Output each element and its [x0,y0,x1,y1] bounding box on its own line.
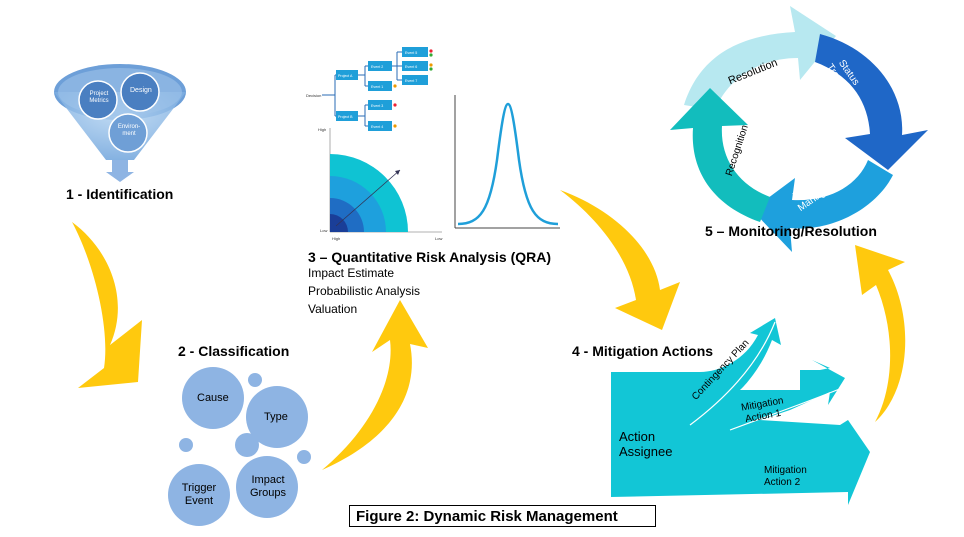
cycle-long-term [752,160,893,252]
bubble-cause: Cause [197,392,229,404]
tree-markers [393,49,433,128]
cycle-recognition [670,88,770,222]
flow-arrows [72,190,906,470]
distribution-curve [454,95,560,229]
arrow-3-to-4 [560,190,680,330]
qra-item-impact-estimate: Impact Estimate [308,266,395,280]
classification-bubbles [168,367,311,526]
bubble-type: Type [264,411,288,423]
mitigation-main-arrow [611,318,870,505]
funnel-item-project-metrics: Project Metrics [89,91,109,104]
arrow-2-to-3 [322,300,428,470]
tree-label-event-3: Event 3 [371,104,383,108]
qra-item-probabilistic-analysis: Probabilistic Analysis [308,284,421,298]
tree-label-project-b: Project B [338,115,353,119]
arrow-1-to-2 [72,222,142,388]
mitigation-graphic [611,318,870,505]
mitigation-action2-line1: Mitigation [764,465,807,476]
tree-label-event-6: Event 6 [405,65,417,69]
funnel-graphic [54,64,186,182]
cycle-status [815,34,928,170]
tree-label-decision: Decision [306,93,321,98]
figure-caption: Figure 2: Dynamic Risk Management [349,505,656,527]
tree-label-project-a: Project A [338,74,353,78]
stage-mitigation-label: 4 - Mitigation Actions [572,343,714,359]
radar-label-low-bottom: Low [435,236,442,241]
bubble-trigger-event: Trigger Event [181,482,217,507]
radar-label-low-left: Low [320,228,327,233]
stage-classification-label: 2 - Classification [178,343,290,359]
cycle-resolution [684,6,836,110]
mitigation-assignee-line2: Assignee [619,444,673,459]
stage-identification-label: 1 - Identification [66,186,174,202]
tree-label-event-5: Event 5 [405,51,417,55]
tree-label-event-2: Event 2 [371,65,383,69]
radar-label-high: High [318,127,326,132]
radar-label-high-bottom: High [332,236,340,241]
mitigation-assignee-line1: Action [619,429,656,444]
funnel-item-design: Design [130,87,152,94]
mitigation-dividers [689,321,843,431]
funnel-item-environment: Environ-ment [117,124,141,137]
bubble-impact-groups: Impact Groups [249,474,287,499]
mitigation-action2-line2: Action 2 [764,477,801,488]
arrow-4-to-5 [855,245,906,422]
tree-label-event-7: Event 7 [405,79,417,83]
radar-chart [329,128,442,233]
monitoring-cycle [670,6,928,252]
stage-qra-label: 3 – Quantitative Risk Analysis (QRA) [308,249,551,265]
tree-label-event-4: Event 4 [371,125,383,129]
qra-item-valuation: Valuation [308,302,358,316]
decision-tree-nodes [336,47,428,131]
tree-label-event-1: Event 1 [371,85,383,89]
stage-monitoring-label: 5 – Monitoring/Resolution [705,223,877,239]
